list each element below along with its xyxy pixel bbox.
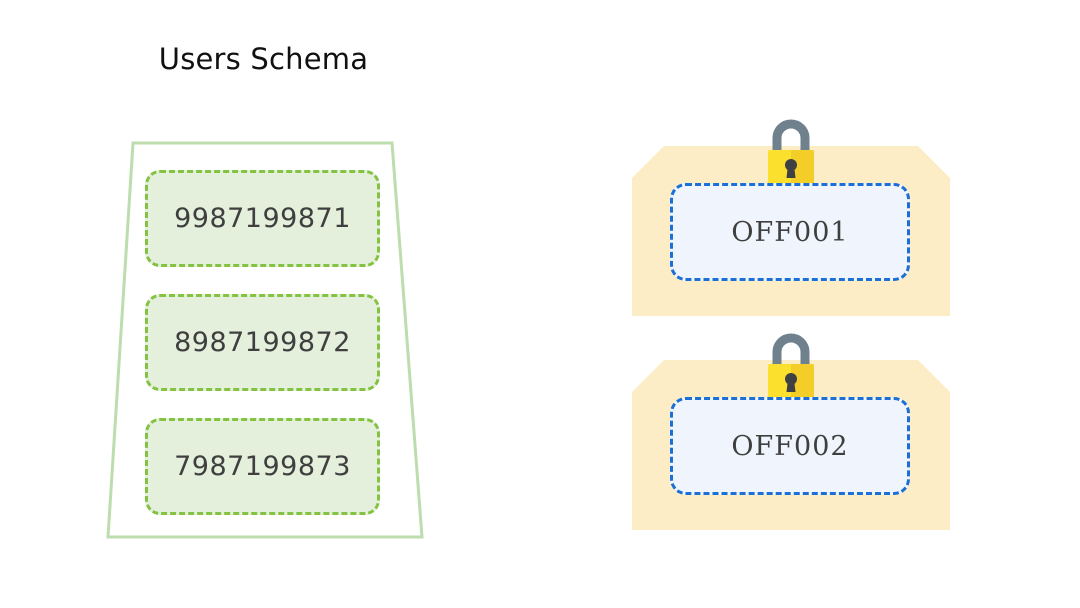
bucket-card[interactable]: OFF001 bbox=[632, 119, 950, 316]
bucket-code-box[interactable]: OFF002 bbox=[670, 397, 910, 495]
page-title-users-schema: Users Schema bbox=[158, 42, 369, 76]
padlock-keyhole-stem bbox=[786, 165, 796, 178]
padlock-body-right bbox=[791, 364, 814, 402]
schema-trapezoid-outline bbox=[106, 141, 424, 539]
office-buckets-panel: Office Buckets OFF001 OFF002 bbox=[553, 0, 1080, 608]
schema-field-row[interactable]: 8987199872 bbox=[145, 294, 380, 391]
bucket-card[interactable]: OFF002 bbox=[632, 333, 950, 530]
padlock-shackle-icon bbox=[772, 333, 810, 373]
schema-field-value: 9987199871 bbox=[174, 203, 351, 234]
users-schema-panel: Users Schema 9987199871 8987199872 79871… bbox=[0, 0, 527, 608]
padlock-shackle-icon bbox=[772, 119, 810, 159]
bucket-code-label: OFF002 bbox=[731, 430, 849, 462]
schema-field-row[interactable]: 7987199873 bbox=[145, 418, 380, 515]
schema-field-value: 8987199872 bbox=[174, 327, 351, 358]
padlock-icon bbox=[768, 333, 814, 402]
padlock-body-right bbox=[791, 150, 814, 188]
bucket-code-label: OFF001 bbox=[731, 216, 849, 248]
bucket-code-box[interactable]: OFF001 bbox=[670, 183, 910, 281]
schema-field-row[interactable]: 9987199871 bbox=[145, 170, 380, 267]
users-schema-container bbox=[106, 141, 424, 539]
padlock-keyhole-stem bbox=[786, 379, 796, 392]
schema-field-value: 7987199873 bbox=[174, 451, 351, 482]
padlock-icon bbox=[768, 119, 814, 188]
